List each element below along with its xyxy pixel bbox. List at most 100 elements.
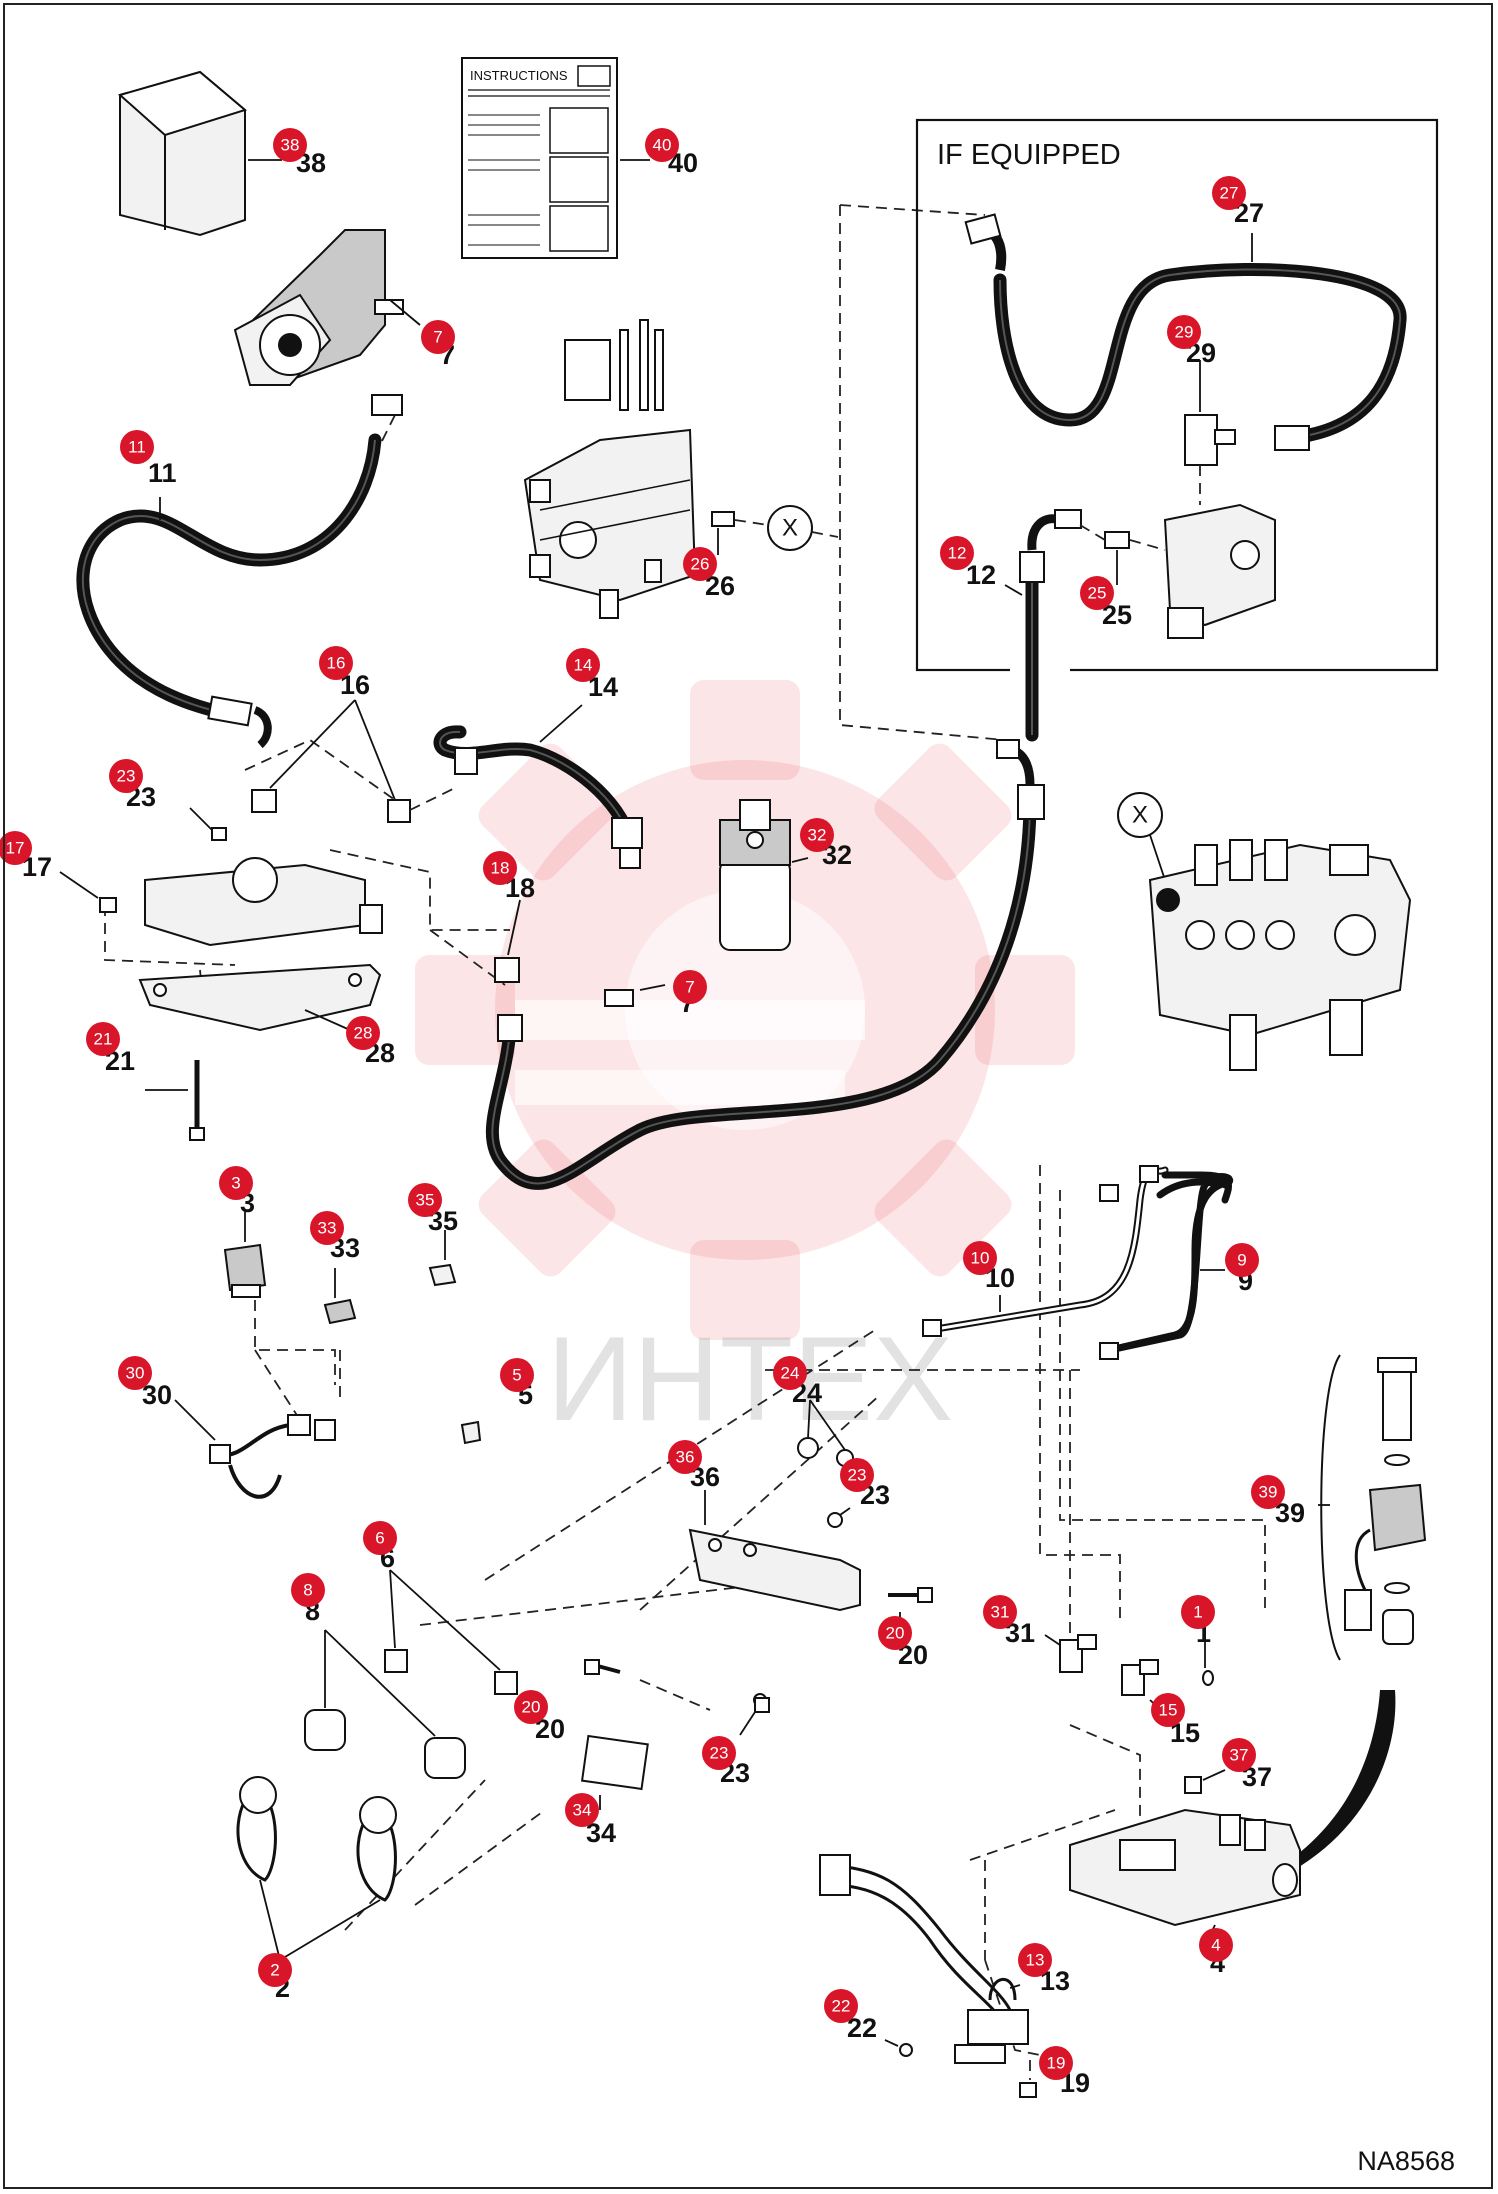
callout-badge-number: 28	[354, 1024, 373, 1043]
callout-badge	[940, 536, 974, 570]
callout-badge-number: 21	[94, 1030, 113, 1049]
hydraulic-pump	[233, 229, 421, 386]
callout-badge	[291, 1573, 325, 1607]
callout-badge-number: 9	[1237, 1251, 1246, 1270]
if-equipped-label: IF EQUIPPED	[937, 139, 1121, 171]
callout-badge	[1225, 1243, 1259, 1277]
callout-badge-number: 39	[1259, 1483, 1278, 1502]
callout-badge-number: 10	[971, 1249, 990, 1268]
callout-badge-number: 34	[573, 1801, 592, 1820]
callout-badge	[1222, 1738, 1256, 1772]
callout-c5: 55	[500, 1358, 534, 1410]
callout-badge-number: 12	[948, 544, 967, 563]
callout-badge	[1018, 1943, 1052, 1977]
callout-badge	[840, 1458, 874, 1492]
callout-badge	[683, 547, 717, 581]
callout-badge	[514, 1690, 548, 1724]
part-40-instructions: INSTRUCTIONS	[461, 57, 650, 259]
callout-badge	[824, 1989, 858, 2023]
svg-text:X: X	[1132, 802, 1148, 829]
callout-badge-number: 4	[1211, 1936, 1220, 1955]
callout-badge	[566, 648, 600, 682]
callout-badge	[963, 1241, 997, 1275]
hose-14	[433, 704, 643, 869]
callout-badge-number: 16	[327, 654, 346, 673]
callout-badge-number: 7	[433, 328, 442, 347]
callout-badge	[1039, 2046, 1073, 2080]
valve-assembly-4	[1069, 1808, 1301, 1936]
callout-badge-number: 24	[781, 1364, 800, 1383]
callout-badge-number: 2	[270, 1961, 279, 1980]
switch-parts	[223, 1210, 482, 1445]
callout-c2: 22	[258, 1953, 292, 2003]
callout-badge	[363, 1521, 397, 1555]
callout-badge	[346, 1016, 380, 1050]
filter-32	[719, 799, 809, 951]
watermark-gear-logo: ИНТЕХ	[415, 680, 1075, 1446]
callout-badge-number: 23	[710, 1744, 729, 1763]
callout-badge	[1080, 576, 1114, 610]
sectional-valve	[1148, 839, 1412, 1071]
nut-24	[797, 1399, 854, 1528]
callout-badge	[483, 851, 517, 885]
callout-badge	[668, 1440, 702, 1474]
callout-badge	[273, 128, 307, 162]
callout-badge-number: 3	[231, 1174, 240, 1193]
callout-badge	[1199, 1928, 1233, 1962]
instructions-label: INSTRUCTIONS	[470, 68, 568, 83]
callout-badge-number: 22	[832, 1997, 851, 2016]
manifold-assembly-28	[59, 857, 383, 1141]
callout-badge-number: 17	[6, 839, 25, 858]
callout-badge	[1212, 176, 1246, 210]
callout-badge	[878, 1616, 912, 1650]
callout-c1: 11	[1181, 1595, 1215, 1648]
callout-c8: 88	[291, 1573, 325, 1626]
callout-badge	[1151, 1693, 1185, 1727]
callout-c4: 44	[1199, 1928, 1233, 1978]
callout-badge	[773, 1356, 807, 1390]
callout-c6: 66	[363, 1521, 397, 1573]
callout-badge	[1251, 1475, 1285, 1509]
callout-badge-number: 18	[491, 859, 510, 878]
callout-badge-number: 15	[1159, 1701, 1178, 1720]
callout-badge	[86, 1022, 120, 1056]
wire-harness-13	[819, 1854, 1037, 2098]
callout-badge	[421, 320, 455, 354]
callout-badge-number: 25	[1088, 584, 1107, 603]
callout-badge	[983, 1595, 1017, 1629]
callout-badge	[702, 1736, 736, 1770]
callout-badge-number: 33	[318, 1219, 337, 1238]
callout-badge-number: 7	[685, 978, 694, 997]
callout-badge-number: 20	[522, 1698, 541, 1717]
diagram-code: NA8568	[1357, 2146, 1455, 2176]
callout-layer: 3838404077111127272929121225252626161614…	[0, 128, 1305, 2098]
callout-badge-number: 1	[1193, 1603, 1202, 1622]
callout-badge	[1167, 315, 1201, 349]
callout-badge-number: 11	[128, 438, 146, 457]
callout-badge	[310, 1211, 344, 1245]
callout-badge	[1181, 1595, 1215, 1629]
fittings-lower-right	[1044, 1625, 1226, 1794]
callout-badge-number: 30	[126, 1364, 145, 1383]
callout-badge-number: 23	[117, 767, 136, 786]
callout-badge	[120, 430, 154, 464]
callout-c9: 99	[1225, 1243, 1259, 1296]
